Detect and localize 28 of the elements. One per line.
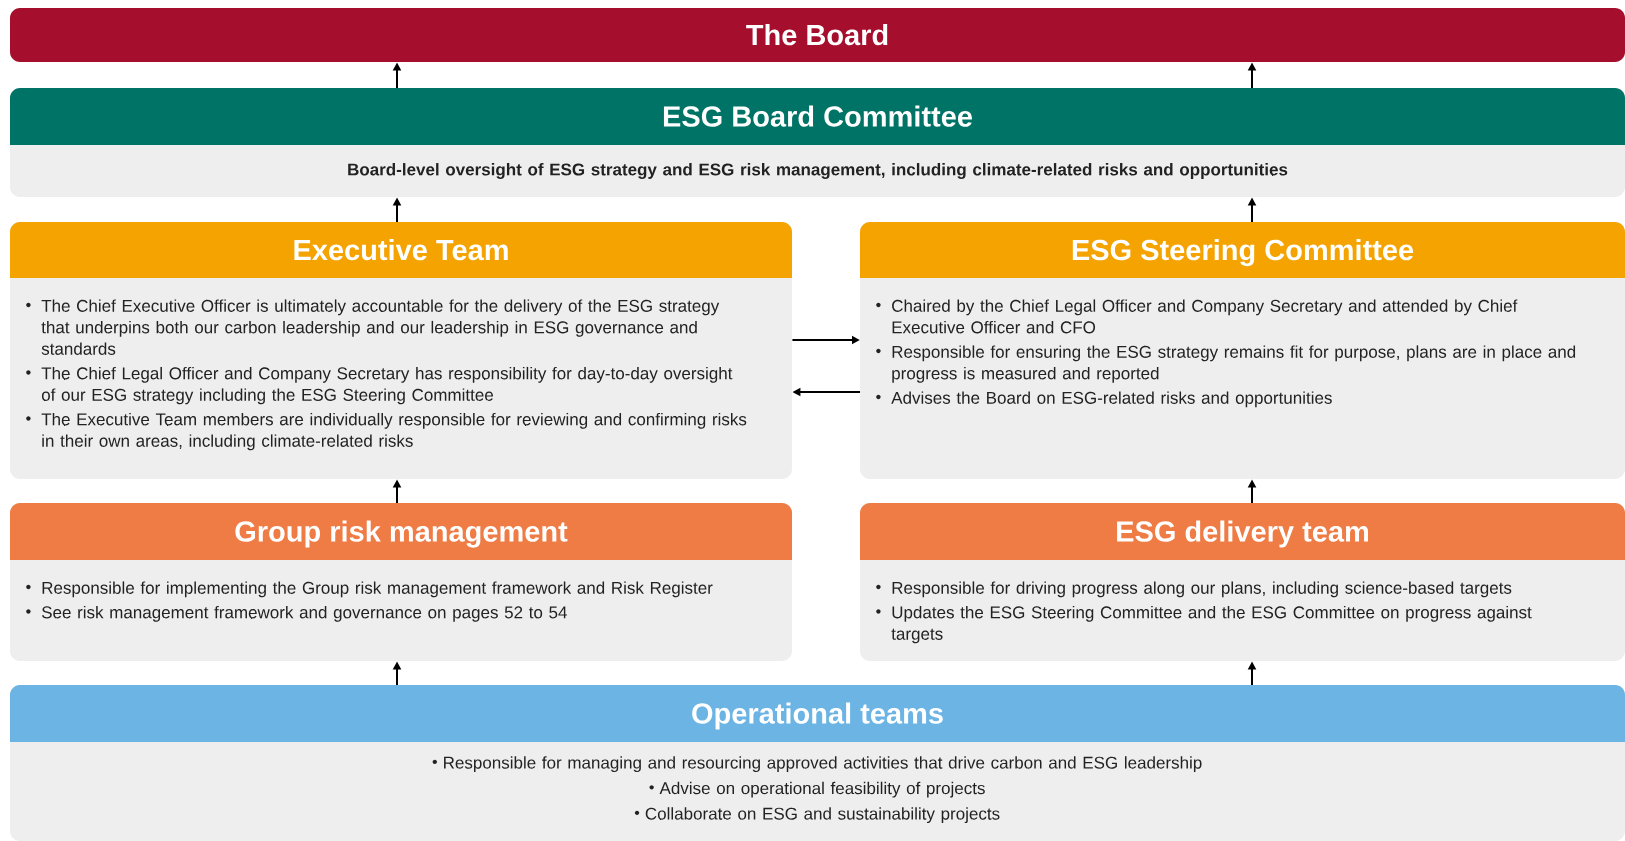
bullet-item: Responsible for ensuring the ESG strategy remains fit for purpose, plans are in place and progress is measured and reported — [876, 345, 1576, 383]
bullet-item: The Chief Legal Officer and Company Secretary has responsibility for day-to-day oversight of our ESG strategy including the ESG Steering Committee — [26, 366, 733, 405]
panel — [860, 503, 1625, 661]
bullet-item: Advises the Board on ESG-related risks and opportunities — [876, 391, 1332, 408]
panel — [10, 503, 792, 661]
bullet-item: Responsible for driving progress along our plans, including science-based targets — [876, 581, 1512, 598]
bullet-item: Responsible for implementing the Group risk management framework and Risk Register — [26, 581, 713, 598]
bullet-item: Chaired by the Chief Legal Officer and Company Secretary and attended by Chief Executive Officer and CFO — [876, 299, 1518, 334]
header-bar — [10, 8, 1625, 62]
panel-heading: ESG delivery team — [1117, 520, 1368, 548]
description-text: Board-level oversight of ESG strategy and ESG risk management, including climate-related risks and opportunities — [348, 163, 1288, 179]
panel — [860, 222, 1625, 479]
panel-heading: Executive Team — [294, 239, 508, 261]
bullet-item: Responsible for managing and resourcing approved activities that drive carbon and ESG leadership — [432, 756, 1202, 773]
panel — [10, 88, 1625, 197]
panel-heading: Group risk management — [235, 520, 568, 548]
bullet-item: Updates the ESG Steering Committee and the ESG Committee on progress against targets — [876, 605, 1532, 644]
bullet-item: The Executive Team members are individually responsible for reviewing and confirming risks in their own areas, including climate-related risks — [26, 412, 747, 451]
panel-heading: The Board — [746, 24, 888, 46]
panel-heading: ESG Board Committee — [663, 105, 972, 127]
bullet-item: The Chief Executive Officer is ultimately accountable for the delivery of the ESG strategy that underpins both our carbon leadership and our leadership in ESG governance and standards — [26, 299, 720, 355]
bullet-item: See risk management framework and governance on pages 52 to 54 — [26, 605, 567, 622]
panel-heading: ESG Steering Committee — [1072, 239, 1414, 267]
bullet-item: Advise on operational feasibility of projects — [649, 781, 985, 798]
bullet-item: Collaborate on ESG and sustainability projects — [634, 807, 1000, 824]
panel-heading: Operational teams — [692, 702, 943, 730]
panel — [10, 222, 792, 479]
panel — [10, 685, 1625, 841]
